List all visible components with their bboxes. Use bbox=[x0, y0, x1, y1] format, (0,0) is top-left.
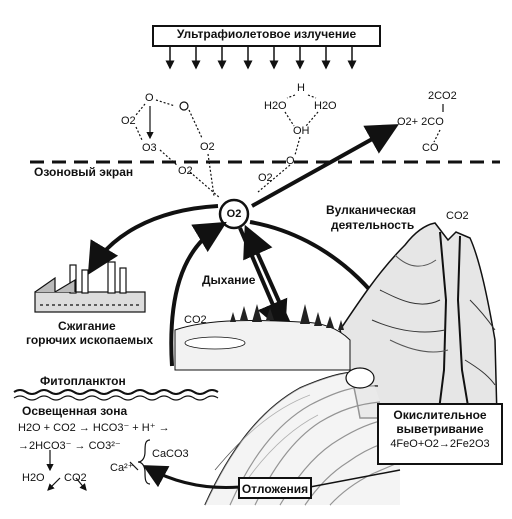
ozone-screen-label: Озоновый экран bbox=[34, 165, 134, 179]
combustion-line2: горючих ископаемых bbox=[26, 333, 154, 347]
arrow-to-combustion bbox=[87, 204, 219, 275]
oxidative-weathering-box: Окислительное выветривание 4FeO+O2→2Fe2O… bbox=[377, 403, 503, 465]
ozone-cycle-circles bbox=[179, 101, 189, 111]
arrow-from-phytoplankton bbox=[169, 221, 227, 367]
water-oh: OH bbox=[293, 125, 310, 137]
ca-label: Ca²⁺ bbox=[110, 462, 134, 474]
oxidative-line2: выветривание bbox=[396, 422, 484, 436]
arrow-from-respiration bbox=[243, 224, 292, 327]
volcano-co2: CO2 bbox=[446, 210, 469, 222]
product-co2: CO2 bbox=[64, 472, 87, 484]
ozone-cycle bbox=[135, 99, 221, 199]
arrow-to-caco3 bbox=[142, 465, 241, 490]
ozone-o: O bbox=[145, 92, 154, 104]
co-o2-2co: O2+ 2CO bbox=[397, 116, 444, 128]
ozone-o2-a: O2 bbox=[121, 115, 136, 127]
uv-rays bbox=[165, 47, 357, 70]
water-h: H bbox=[297, 82, 305, 94]
phytoplankton-label: Фитопланктон bbox=[40, 374, 126, 388]
respiration-label: Дыхание bbox=[202, 273, 256, 287]
product-h2o: H2O bbox=[22, 472, 45, 484]
water-h2o-b: H2O bbox=[314, 100, 337, 112]
equation-2: →2HCO3⁻ → CO3²⁻ bbox=[18, 440, 121, 452]
equation-1: H2O + CO2 → HCO3⁻ + H⁺ → bbox=[18, 422, 170, 434]
respiration-co2: CO2 bbox=[184, 314, 207, 326]
ozone-o2-b: O2 bbox=[200, 141, 215, 153]
caco3-label: CaCO3 bbox=[152, 448, 189, 460]
water-h2o-a: H2O bbox=[264, 100, 287, 112]
co-group bbox=[433, 104, 444, 143]
uv-box bbox=[152, 25, 381, 47]
ozone-o2-c: O2 bbox=[178, 165, 193, 177]
water-o: O bbox=[286, 155, 295, 167]
land-respiration bbox=[174, 304, 351, 371]
water-cluster bbox=[257, 94, 319, 193]
water-o2: O2 bbox=[258, 172, 273, 184]
center-o2-label: O2 bbox=[226, 208, 242, 220]
arrow-from-sediments bbox=[309, 469, 401, 488]
uv-label: Ультрафиолетовое излучение bbox=[176, 27, 357, 41]
volcano-label-line2: деятельность bbox=[331, 218, 415, 232]
factory bbox=[34, 261, 146, 313]
chem-arrows bbox=[46, 450, 139, 491]
arrow-to-co bbox=[251, 124, 399, 208]
caco3-bracket bbox=[137, 439, 151, 485]
volcano-label-line1: Вулканическая bbox=[326, 203, 416, 217]
sediment-fill bbox=[205, 367, 400, 505]
center-o2-circle bbox=[218, 198, 250, 230]
lit-zone-label: Освещенная зона bbox=[22, 404, 128, 418]
co-2co2: 2CO2 bbox=[428, 90, 457, 102]
sediments-box: Отложения bbox=[238, 477, 312, 499]
sea bbox=[13, 388, 230, 401]
ozone-o3: O3 bbox=[142, 142, 157, 154]
oxidative-equation: 4FeO+O2→2Fe2O3 bbox=[390, 438, 490, 450]
co-co: CO bbox=[422, 142, 439, 154]
combustion-line1: Сжигание bbox=[58, 319, 116, 333]
oxidative-line1: Окислительное bbox=[393, 408, 487, 422]
